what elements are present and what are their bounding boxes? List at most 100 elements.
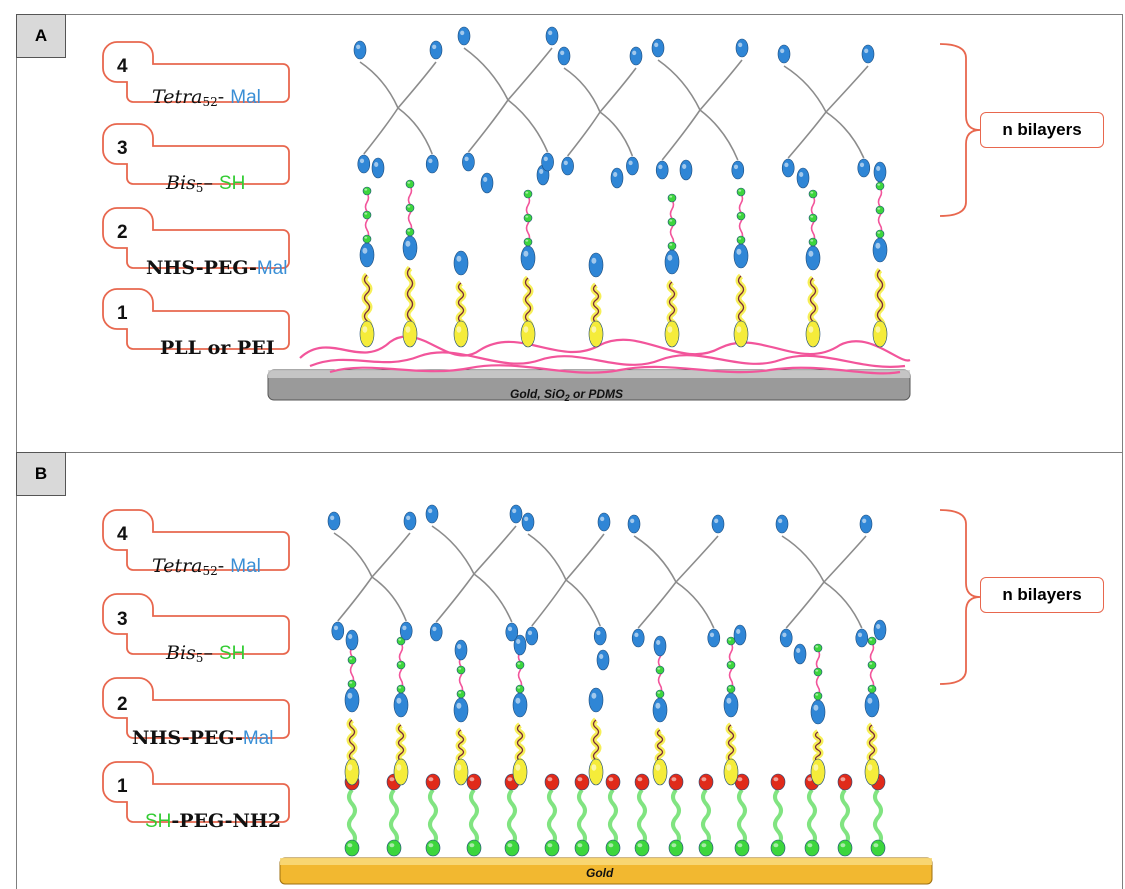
tetra-star-arm bbox=[599, 67, 637, 113]
maleimide-group-highlight bbox=[862, 518, 867, 524]
thiol-group-highlight bbox=[728, 662, 732, 665]
maleimide-group-highlight bbox=[667, 254, 673, 261]
maleimide-group-highlight bbox=[782, 632, 787, 638]
tetra-star-arm bbox=[507, 99, 549, 153]
maleimide-group-highlight bbox=[563, 160, 568, 166]
layer-4-label: Tetra52- Mal bbox=[152, 555, 261, 578]
maleimide-group bbox=[429, 40, 443, 60]
tetra-star-arm bbox=[397, 107, 433, 155]
nhs-ester bbox=[733, 320, 749, 348]
layer-tab-outline bbox=[102, 593, 290, 655]
thiol-group-highlight bbox=[657, 667, 661, 670]
thiol-anchor-highlight bbox=[873, 843, 879, 848]
tetra-star-arm bbox=[473, 525, 517, 575]
layer-2-label: NHS-PEG-Mal bbox=[146, 257, 287, 280]
maleimide-group bbox=[872, 237, 888, 263]
tetra-sep: - bbox=[217, 86, 231, 108]
tetra-star-arm bbox=[565, 579, 601, 627]
nhs-ester bbox=[359, 320, 375, 348]
thiol-anchor-highlight bbox=[347, 843, 353, 848]
maleimide-group-highlight bbox=[813, 704, 819, 711]
amine-group-highlight bbox=[637, 777, 643, 782]
maleimide-group bbox=[593, 626, 607, 646]
tetra-star-arm bbox=[783, 65, 827, 113]
maleimide-group bbox=[653, 635, 667, 657]
sh-peg-nh2-chain bbox=[469, 788, 479, 847]
maleimide-group-highlight bbox=[515, 697, 521, 704]
thiol-group bbox=[655, 689, 665, 699]
maleimide-group bbox=[707, 628, 721, 648]
maleimide-group-highlight bbox=[867, 697, 873, 704]
maleimide-group bbox=[453, 697, 469, 723]
maleimide-group-highlight bbox=[432, 44, 437, 50]
amine-group-highlight bbox=[671, 777, 677, 782]
maleimide-group-highlight bbox=[456, 255, 462, 262]
maleimide-group bbox=[480, 172, 494, 194]
maleimide-group bbox=[393, 692, 409, 718]
thiol-group-highlight bbox=[458, 691, 462, 694]
maleimide-group bbox=[371, 157, 385, 179]
panel-a-label: A bbox=[16, 14, 66, 58]
thiol-group-highlight bbox=[738, 213, 742, 216]
maleimide-group bbox=[327, 511, 341, 531]
maleimide-group-highlight bbox=[527, 630, 533, 636]
nhs-peg-text: NHS-PEG- bbox=[146, 257, 257, 279]
thiol-group bbox=[736, 187, 746, 197]
thiol-anchor bbox=[698, 839, 714, 857]
maleimide-group-highlight bbox=[799, 172, 804, 177]
thiol-group bbox=[875, 229, 885, 239]
tetra-star-arm bbox=[359, 61, 399, 109]
sh-peg-nh2-chain bbox=[507, 788, 517, 847]
thiol-group-highlight bbox=[458, 667, 462, 670]
pll-pei-polymer bbox=[309, 351, 906, 368]
maleimide-group bbox=[457, 26, 471, 46]
amine-group bbox=[668, 773, 684, 791]
maleimide-group-highlight bbox=[347, 692, 353, 699]
nhs-ester bbox=[652, 758, 668, 786]
maleimide-group bbox=[425, 154, 439, 174]
maleimide-group-highlight bbox=[396, 697, 402, 704]
thiol-anchor bbox=[574, 839, 590, 857]
sh-peg-nh2-chain bbox=[840, 788, 850, 847]
tetra-star-arm bbox=[566, 111, 601, 157]
thiol-group-highlight bbox=[398, 662, 402, 665]
maleimide-group-highlight bbox=[507, 626, 513, 632]
nhs-ester bbox=[588, 320, 604, 348]
amine-group-highlight bbox=[469, 777, 475, 782]
maleimide-group-highlight bbox=[784, 162, 789, 168]
maleimide-group bbox=[357, 154, 371, 174]
maleimide-group-highlight bbox=[600, 516, 605, 522]
amine-group-highlight bbox=[547, 777, 553, 782]
layer-2-label: NHS-PEG-Mal bbox=[132, 727, 273, 750]
maleimide-group-highlight bbox=[539, 169, 544, 174]
sh-text: SH bbox=[218, 643, 246, 664]
tetra-star-arm bbox=[781, 535, 825, 583]
tetra-star-arm bbox=[823, 581, 863, 629]
substrate-top bbox=[268, 370, 910, 378]
tetra-star-arm bbox=[473, 573, 513, 623]
thiol-group-highlight bbox=[738, 189, 742, 192]
thiol-group-highlight bbox=[407, 181, 411, 184]
maleimide-group-highlight bbox=[596, 630, 601, 636]
maleimide-group-highlight bbox=[348, 634, 353, 639]
maleimide-group-highlight bbox=[516, 639, 521, 644]
maleimide-group-highlight bbox=[523, 250, 529, 257]
amine-group-highlight bbox=[840, 777, 846, 782]
maleimide-group bbox=[711, 514, 725, 534]
maleimide-group bbox=[631, 628, 645, 648]
nhs-ester bbox=[864, 758, 880, 786]
maleimide-group bbox=[610, 167, 624, 189]
thiol-group bbox=[523, 213, 533, 223]
thiol-group-highlight bbox=[517, 662, 521, 665]
thiol-group-highlight bbox=[877, 183, 881, 186]
maleimide-group bbox=[873, 161, 887, 183]
tetra-star-arm bbox=[633, 535, 677, 583]
thiol-anchor-highlight bbox=[507, 843, 513, 848]
thiol-anchor bbox=[544, 839, 560, 857]
layer-tab-outline bbox=[102, 207, 290, 269]
nhs-ester-highlight bbox=[867, 764, 873, 771]
thiol-group bbox=[736, 211, 746, 221]
amine-group-highlight bbox=[389, 777, 395, 782]
maleimide-group bbox=[626, 156, 639, 176]
tetra-star-arm bbox=[435, 573, 475, 623]
